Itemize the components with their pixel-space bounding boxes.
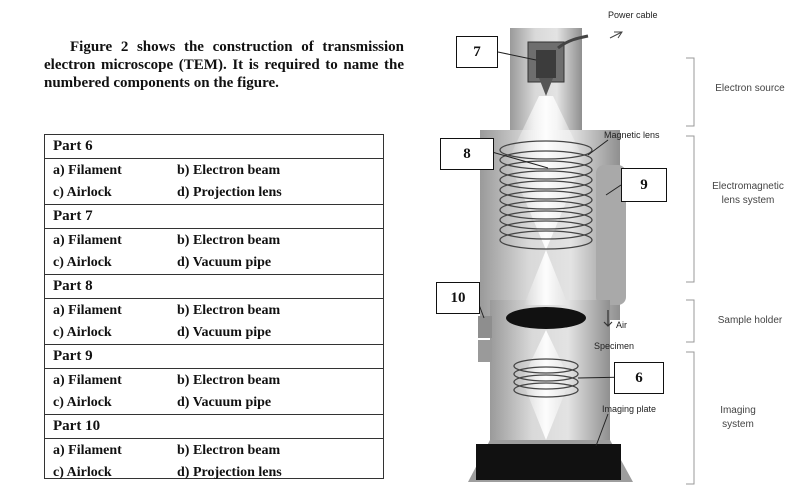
question-table: Part 6 a) Filament b) Electron beam c) Ai… xyxy=(44,134,384,480)
bracket-lens-system xyxy=(686,135,695,283)
power-cable-path xyxy=(557,34,589,50)
part-10-block: Part 10 a) Filament b) Electron beam c) A… xyxy=(45,415,383,484)
specimen-label: Specimen xyxy=(594,341,635,351)
beam-lower xyxy=(524,250,568,305)
option-a[interactable]: a) Filament xyxy=(53,373,122,388)
bracket-sample-holder xyxy=(686,299,695,343)
option-c[interactable]: c) Airlock xyxy=(53,255,112,270)
option-b[interactable]: b) Electron beam xyxy=(177,303,281,318)
option-d[interactable]: d) Vacuum pipe xyxy=(177,395,272,410)
option-c[interactable]: c) Airlock xyxy=(53,185,112,200)
number-box-10: 10 xyxy=(436,282,480,314)
beam-after-specimen xyxy=(522,330,570,440)
imaging-system-label: Imaging system xyxy=(708,404,768,432)
option-c[interactable]: c) Airlock xyxy=(53,465,112,480)
leader-imaging-plate xyxy=(595,413,609,447)
sample-holder-label: Sample holder xyxy=(717,315,783,326)
option-a[interactable]: a) Filament xyxy=(53,443,122,458)
option-d[interactable]: d) Projection lens xyxy=(177,465,282,480)
beam-upper xyxy=(508,96,584,250)
part-6-block: Part 6 a) Filament b) Electron beam c) Ai… xyxy=(45,135,383,205)
option-c[interactable]: c) Airlock xyxy=(53,395,112,410)
air-arrow xyxy=(603,310,613,327)
leader-7 xyxy=(497,51,537,61)
imaging-line1: Imaging xyxy=(720,405,756,416)
airlock-stub xyxy=(478,316,492,338)
power-cable-label: Power cable xyxy=(608,10,658,20)
tem-figure: Power cable Magnetic lens Air Specimen I… xyxy=(418,0,800,501)
leader-magnetic-lens xyxy=(587,139,609,156)
imaging-plate xyxy=(476,444,621,480)
bracket-electron-source xyxy=(686,57,695,127)
option-a[interactable]: a) Filament xyxy=(53,163,122,178)
part-title: Part 9 xyxy=(45,345,383,369)
magnetic-lens-label: Magnetic lens xyxy=(604,130,660,140)
projection-lens-coils xyxy=(513,358,579,398)
option-d[interactable]: d) Projection lens xyxy=(177,185,282,200)
part-7-block: Part 7 a) Filament b) Electron beam c) Ai… xyxy=(45,205,383,275)
specimen-disc xyxy=(506,307,586,329)
option-d[interactable]: d) Vacuum pipe xyxy=(177,255,272,270)
air-label: Air xyxy=(616,320,627,330)
electron-source-label: Electron source xyxy=(715,83,785,94)
part-title: Part 8 xyxy=(45,275,383,299)
gun-core xyxy=(536,50,556,78)
tem-diagram xyxy=(468,28,695,485)
lens-system-label: Electromagnetic lens system xyxy=(698,180,798,208)
pump-side-cylinder xyxy=(596,165,626,305)
intro-paragraph: Figure 2 shows the construction of trans… xyxy=(44,39,404,91)
leader-9 xyxy=(605,184,622,196)
lens-system-line2: lens system xyxy=(721,195,775,206)
option-a[interactable]: a) Filament xyxy=(53,233,122,248)
part-9-block: Part 9 a) Filament b) Electron beam c) Ai… xyxy=(45,345,383,415)
power-cable-arrow xyxy=(609,31,623,39)
part-title: Part 7 xyxy=(45,205,383,229)
airlock-stub-lower xyxy=(478,340,492,362)
option-b[interactable]: b) Electron beam xyxy=(177,373,281,388)
option-a[interactable]: a) Filament xyxy=(53,303,122,318)
number-box-6: 6 xyxy=(614,362,664,394)
number-box-7: 7 xyxy=(456,36,498,68)
number-box-9: 9 xyxy=(621,168,667,202)
part-8-block: Part 8 a) Filament b) Electron beam c) Ai… xyxy=(45,275,383,345)
option-b[interactable]: b) Electron beam xyxy=(177,163,281,178)
option-d[interactable]: d) Vacuum pipe xyxy=(177,325,272,340)
part-title: Part 10 xyxy=(45,415,383,439)
gun-tip xyxy=(539,78,553,96)
imaging-line2: system xyxy=(722,419,754,430)
bracket-imaging xyxy=(686,351,695,485)
magnetic-lens-coils xyxy=(499,140,593,250)
leader-8 xyxy=(491,151,549,169)
option-b[interactable]: b) Electron beam xyxy=(177,443,281,458)
imaging-plate-label: Imaging plate xyxy=(602,404,657,414)
lens-system-line1: Electromagnetic xyxy=(712,181,784,192)
option-b[interactable]: b) Electron beam xyxy=(177,233,281,248)
part-title: Part 6 xyxy=(45,135,383,159)
option-c[interactable]: c) Airlock xyxy=(53,325,112,340)
number-box-8: 8 xyxy=(440,138,494,170)
